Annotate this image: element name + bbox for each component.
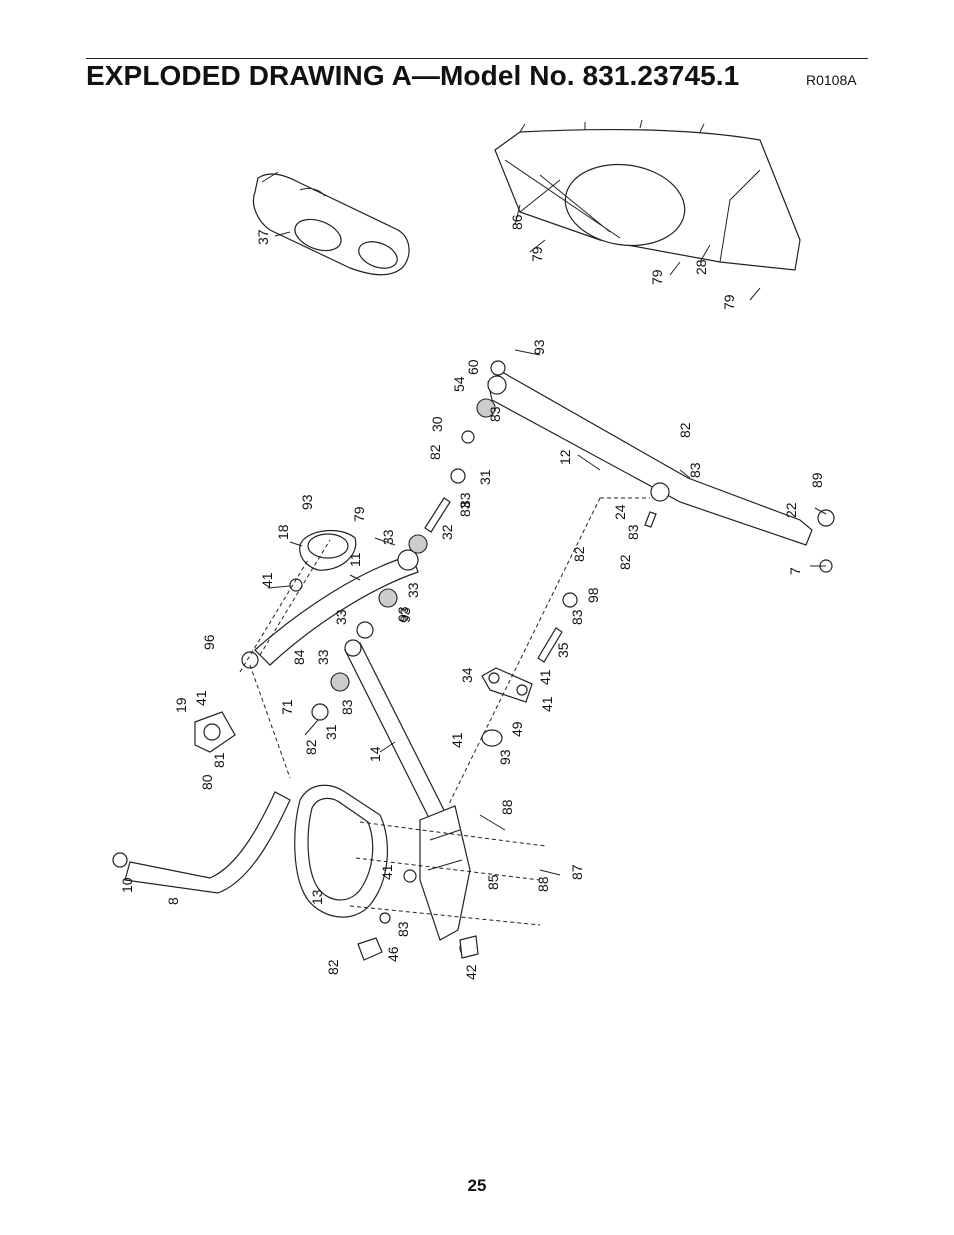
- part-label-71: 71: [279, 699, 295, 715]
- part-label-83: 83: [457, 492, 473, 508]
- drawing-code: R0108A: [806, 72, 857, 88]
- part-label-96: 96: [201, 634, 217, 650]
- assembly-guide-lines: [239, 497, 650, 926]
- part-label-30: 30: [429, 416, 445, 432]
- part-label-33: 33: [380, 529, 396, 545]
- part-37-console-cover: [252, 171, 410, 276]
- part-label-83: 83: [457, 501, 473, 517]
- part-46-and-42: [357, 935, 479, 961]
- part-label-54: 54: [451, 376, 467, 392]
- part-label-88: 88: [499, 799, 515, 815]
- part-label-93: 93: [397, 607, 413, 623]
- part-label-79: 79: [721, 294, 737, 310]
- part-19-end-cap: [194, 711, 236, 753]
- part-label-82: 82: [677, 422, 693, 438]
- part-label-79: 79: [649, 269, 665, 285]
- part-label-41: 41: [193, 690, 209, 706]
- page-title: EXPLODED DRAWING A—Model No. 831.23745.1: [86, 60, 740, 91]
- part-label-98: 98: [585, 587, 601, 603]
- page-number: 25: [467, 1176, 487, 1195]
- part-label-41: 41: [537, 669, 553, 685]
- part-label-82: 82: [325, 959, 341, 975]
- part-label-41: 41: [259, 572, 275, 588]
- gears-and-bearings: [241, 360, 835, 957]
- part-34-link-bar: [481, 667, 533, 747]
- part-label-13: 13: [309, 889, 325, 905]
- part-label-31: 31: [323, 724, 339, 740]
- part-label-84: 84: [291, 649, 307, 665]
- part-18-handle-head: [299, 530, 357, 571]
- part-label-37: 37: [255, 229, 271, 245]
- part-label-93: 93: [395, 606, 411, 622]
- header-rule: [86, 58, 868, 59]
- part-label-41: 41: [449, 732, 465, 748]
- part-label-41: 41: [539, 696, 555, 712]
- part-label-22: 22: [783, 502, 799, 518]
- part-label-79: 79: [529, 246, 545, 262]
- part-label-41: 41: [379, 864, 395, 880]
- part-13-frame-loop: [294, 784, 389, 918]
- part-label-79: 79: [351, 506, 367, 522]
- part-label-60: 60: [465, 359, 481, 375]
- part-28-shroud: [494, 119, 801, 271]
- part-label-7: 7: [787, 567, 803, 575]
- part-bracket-assembly: [419, 805, 471, 941]
- part-label-46: 46: [385, 946, 401, 962]
- part-label-82: 82: [571, 546, 587, 562]
- part-label-33: 33: [405, 582, 421, 598]
- part-label-88: 88: [535, 876, 551, 892]
- part-label-87: 87: [569, 864, 585, 880]
- part-label-83: 83: [339, 699, 355, 715]
- part-label-8: 8: [165, 897, 181, 905]
- part-label-35: 35: [555, 642, 571, 658]
- part-label-86: 86: [509, 214, 525, 230]
- part-label-32: 32: [439, 524, 455, 540]
- part-8-handlebar: [124, 791, 291, 894]
- part-label-49: 49: [509, 721, 525, 737]
- part-label-10: 10: [119, 877, 135, 893]
- part-label-83: 83: [395, 921, 411, 937]
- part-11-link-arm: [254, 549, 419, 666]
- part-label-83: 83: [687, 462, 703, 478]
- part-label-93: 93: [497, 749, 513, 765]
- part-label-34: 34: [459, 667, 475, 683]
- part-label-24: 24: [612, 504, 628, 520]
- part-label-83: 83: [487, 406, 503, 422]
- part-label-11: 11: [347, 552, 363, 567]
- part-label-12: 12: [557, 449, 573, 465]
- part-label-93: 93: [299, 494, 315, 510]
- part-label-82: 82: [427, 444, 443, 460]
- label-leaders: [267, 204, 827, 876]
- part-label-33: 33: [315, 649, 331, 665]
- part-label-93: 93: [531, 339, 547, 355]
- part-10-end-plug: [112, 852, 128, 868]
- part-label-82: 82: [617, 554, 633, 570]
- part-label-89: 89: [809, 472, 825, 488]
- part-label-14: 14: [367, 746, 383, 762]
- part-label-31: 31: [477, 469, 493, 485]
- part-label-85: 85: [485, 874, 501, 890]
- part-label-19: 19: [173, 697, 189, 713]
- part-label-28: 28: [693, 259, 709, 275]
- part-label-42: 42: [463, 964, 479, 980]
- part-labels: 3786797928799360548330823183128283892279…: [119, 214, 825, 980]
- part-label-80: 80: [199, 774, 215, 790]
- part-12-crank-arm: [487, 371, 813, 546]
- part-label-18: 18: [275, 524, 291, 540]
- part-label-83: 83: [625, 524, 641, 540]
- part-label-82: 82: [303, 739, 319, 755]
- part-label-83: 83: [569, 609, 585, 625]
- part-label-81: 81: [211, 752, 227, 768]
- part-label-33: 33: [333, 609, 349, 625]
- shafts: [424, 497, 657, 663]
